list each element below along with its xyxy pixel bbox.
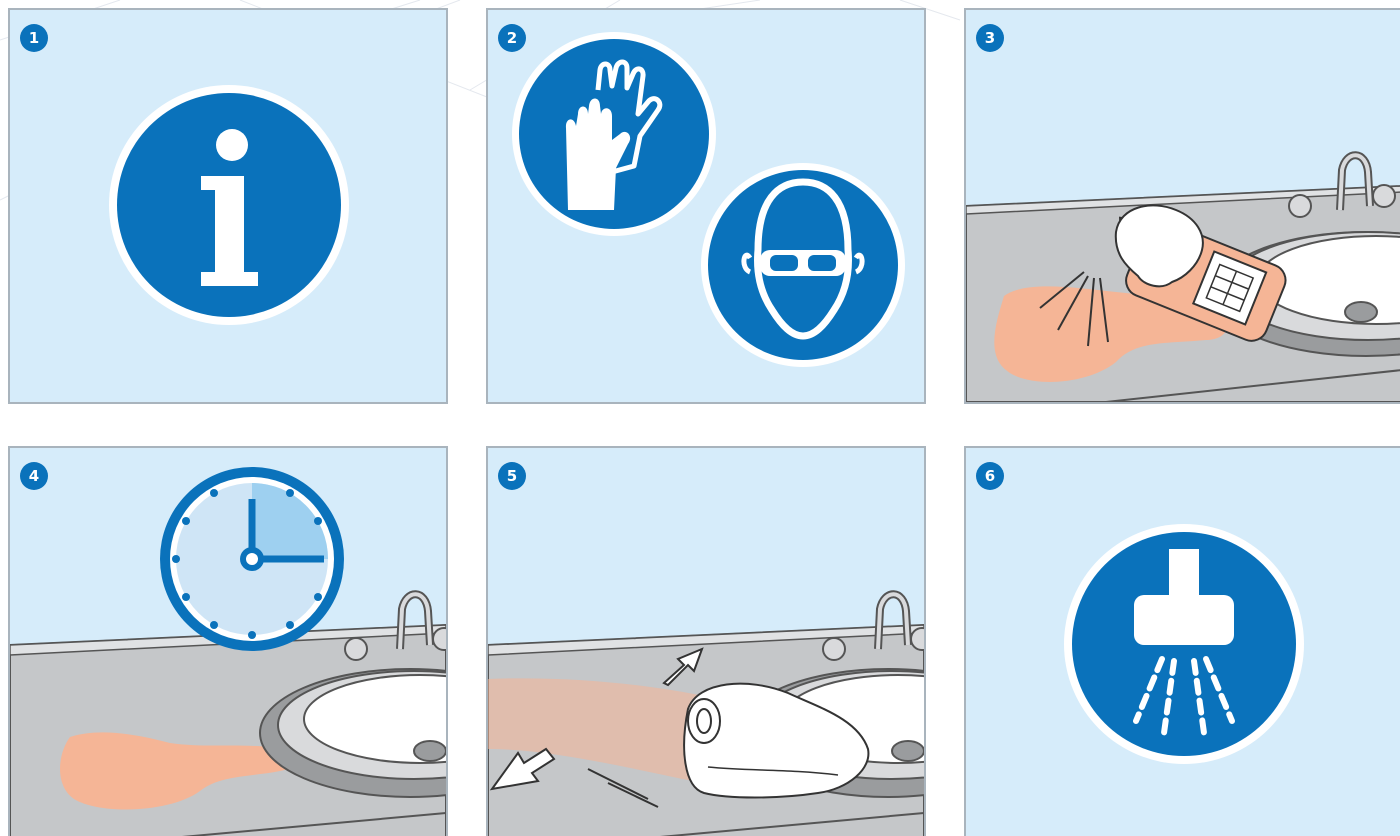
step-panel-5: 5 — [486, 446, 926, 836]
goggles-icon — [701, 163, 905, 367]
wipe-cloth-icon — [488, 448, 924, 836]
step-panel-2: 2 — [486, 8, 926, 404]
info-icon — [10, 10, 446, 402]
step-number-badge: 6 — [976, 462, 1004, 490]
step-panel-1: 1 — [8, 8, 448, 404]
step-panel-4: 4 — [8, 446, 448, 836]
step-number-badge: 2 — [498, 24, 526, 52]
gloves-icon — [512, 32, 716, 236]
spray-bottle-icon — [966, 10, 1400, 402]
step-number-badge: 5 — [498, 462, 526, 490]
step-number-badge: 3 — [976, 24, 1004, 52]
step-number-badge: 4 — [20, 462, 48, 490]
step-number-badge: 1 — [20, 24, 48, 52]
gloves-and-goggles-icon — [488, 10, 924, 402]
wait-scene — [10, 448, 446, 836]
rinse-water-icon — [966, 448, 1400, 836]
step-panel-3: 3 — [964, 8, 1400, 404]
clock-icon — [160, 467, 344, 651]
step-panel-6: 6 — [964, 446, 1400, 836]
